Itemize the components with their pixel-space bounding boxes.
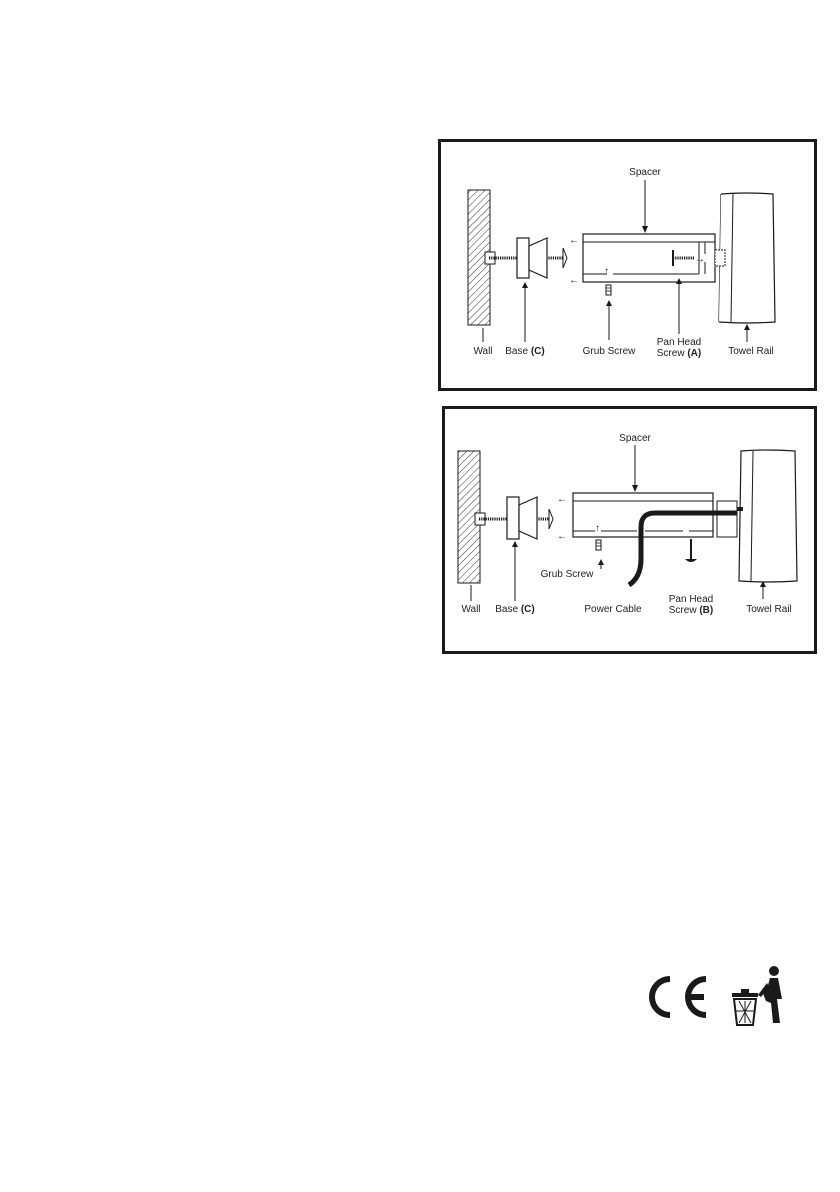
base-c-shape: [517, 238, 547, 278]
diagram-1-svg: ← ← → ↑: [441, 142, 814, 388]
wall-label: Wall: [461, 604, 480, 615]
spacer-label: Spacer: [629, 167, 661, 178]
spacer-label: Spacer: [619, 433, 651, 444]
svg-text:↑: ↑: [604, 266, 609, 277]
compliance-symbols: [636, 965, 786, 1029]
svg-text:←: ←: [569, 275, 579, 286]
ce-mark-icon: [652, 979, 706, 1015]
pan-head-label-line2: Screw (A): [657, 348, 701, 359]
svg-text:→: →: [695, 254, 705, 265]
diagram-2-svg: ← ← ↑: [445, 409, 814, 651]
base-label: Base (C): [495, 604, 534, 615]
wall-label: Wall: [473, 346, 492, 357]
svg-text:←: ←: [557, 494, 567, 505]
power-cable-label: Power Cable: [584, 604, 642, 615]
base-c-shape: [507, 497, 537, 539]
svg-text:←: ←: [557, 531, 567, 542]
grub-screw-label: Grub Screw: [541, 569, 595, 580]
pan-head-screw-b-shape: [685, 539, 697, 562]
towel-rail-shape: [715, 193, 775, 323]
svg-text:↑: ↑: [595, 523, 600, 534]
pan-head-label-line1: Pan Head: [657, 337, 701, 348]
diagram-panel-2: ← ← ↑: [442, 406, 817, 654]
grub-screw-label: Grub Screw: [583, 346, 637, 357]
diagram-panel-1: ← ← → ↑: [438, 139, 817, 391]
towel-rail-label: Towel Rail: [746, 604, 792, 615]
weee-bin-icon: [732, 966, 782, 1025]
svg-text:←: ←: [569, 235, 579, 246]
pan-head-label-line1: Pan Head: [669, 594, 713, 605]
base-label: Base (C): [505, 346, 544, 357]
towel-rail-shape: [737, 450, 797, 582]
towel-rail-label: Towel Rail: [728, 346, 774, 357]
pan-head-label-line2: Screw (B): [669, 605, 713, 616]
